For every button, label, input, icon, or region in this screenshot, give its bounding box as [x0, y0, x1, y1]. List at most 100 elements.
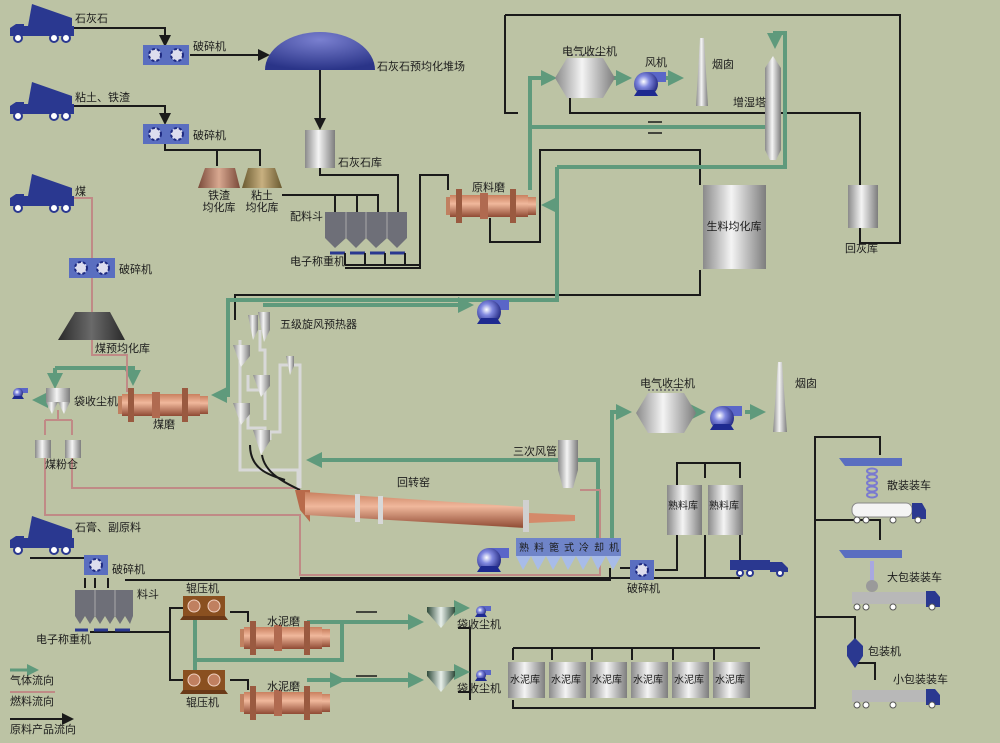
label-coal-prehomo: 煤预均化库 [95, 341, 150, 355]
raw-mill-icon [446, 189, 536, 223]
clinker-silo-2-icon [708, 485, 743, 535]
esp-top-icon [554, 54, 616, 99]
chimney-lower-icon [773, 362, 787, 432]
rotary-kiln-icon [295, 490, 575, 532]
label-gypsum: 石膏、副原料 [75, 520, 141, 534]
big-bag-loader-icon [839, 550, 940, 611]
label-crusher-1: 破碎机 [193, 39, 226, 53]
label-limestone: 石灰石 [75, 11, 108, 25]
esp-lower-icon [635, 389, 697, 434]
crusher-coal-icon [68, 257, 116, 279]
truck-gypsum-icon [9, 515, 75, 555]
bidirectional-arrows [648, 121, 662, 134]
fan-lower-icon [710, 406, 742, 430]
coal-prehomo-icon [58, 312, 125, 340]
label-big-bag-loading: 大包装装车 [887, 570, 942, 584]
raw-meal-silo-icon [703, 185, 766, 269]
label-cement-silo-6: 水泥库 [715, 673, 745, 686]
label-rotary-kiln: 回转窑 [397, 475, 430, 489]
weigh-feeder-icon [330, 251, 420, 266]
legend: 气体流向 燃料流向 原料产品流向 [10, 664, 76, 736]
crusher-clay-icon [142, 123, 190, 145]
label-limestone-silo: 石灰石库 [338, 155, 382, 169]
preheater-icon [233, 312, 294, 455]
label-chimney-lower: 烟囱 [795, 376, 817, 390]
legend-material-label: 原料产品流向 [10, 722, 76, 736]
label-esp-top: 电气收尘机 [562, 44, 617, 58]
label-hopper: 料斗 [137, 587, 159, 601]
packer-icon [847, 638, 863, 668]
crusher-limestone-icon [142, 44, 190, 66]
batching-hopper-icon [325, 212, 407, 248]
fan-coal-icon [12, 388, 28, 399]
cement-silo-2-icon [549, 662, 586, 698]
material-flow-lines [30, 14, 901, 709]
label-crusher-3: 破碎机 [119, 262, 152, 276]
label-clinker-silo-2: 熟料库 [709, 499, 739, 512]
gas-flow-lines [32, 31, 787, 680]
label-cement-silo-4: 水泥库 [633, 673, 663, 686]
label-ash-return-silo: 回灰库 [845, 241, 878, 255]
label-preheater: 五级旋风预热器 [280, 317, 357, 331]
fan-cooler-icon [477, 548, 509, 572]
label-roller-press-2: 辊压机 [186, 695, 219, 709]
label-weigh-feeder-1: 电子称重机 [290, 254, 345, 268]
label-esp-lower: 电气收尘机 [640, 376, 695, 390]
label-fan: 风机 [645, 55, 667, 69]
label-tertiary-air-duct: 三次风管 [513, 444, 557, 458]
label-cement-mill-2: 水泥磨 [267, 680, 300, 693]
label-iron-slag-1: 铁渣 [208, 188, 230, 202]
clinker-cooler-label: 熟料篦式冷却机 [519, 541, 619, 554]
roller-press-2-icon [180, 670, 228, 694]
cooler-char-1: 料 [534, 541, 544, 554]
label-crusher-2: 破碎机 [193, 128, 226, 142]
label-cement-silo-3: 水泥库 [592, 673, 622, 686]
clinker-silo-1-icon [667, 485, 702, 535]
cement-silo-6-icon [713, 662, 750, 698]
label-limestone-yard: 石灰石预均化堆场 [377, 59, 465, 73]
label-chimney-top: 烟囱 [712, 57, 734, 71]
label-cement-silo-5: 水泥库 [674, 673, 704, 686]
legend-gas-label: 气体流向 [10, 673, 54, 687]
bag-filter-cement-2-icon [427, 671, 455, 692]
cement-silo-4-icon [631, 662, 668, 698]
fan-cement-1-icon [475, 606, 491, 617]
cooler-char-4: 冷 [579, 541, 589, 554]
cement-silo-5-icon [672, 662, 709, 698]
label-weigh-feeder-2: 电子称重机 [36, 632, 91, 646]
label-clay-1: 粘土 [251, 188, 273, 202]
fan-preheater-icon [477, 300, 509, 324]
label-coal-mill: 煤磨 [153, 418, 175, 431]
fuel-flow-lines [44, 197, 601, 576]
ash-return-silo-icon [848, 185, 878, 228]
roller-press-1-icon [180, 596, 228, 620]
legend-fuel-label: 燃料流向 [10, 694, 54, 708]
label-raw-meal-silo: 生料均化库 [707, 219, 762, 233]
label-clay-2: 均化库 [246, 200, 279, 214]
truck-clinker-icon [730, 560, 788, 577]
truck-clay-icon [9, 81, 75, 121]
label-clinker-silo-1: 熟料库 [668, 499, 698, 512]
chimney-top-icon [696, 38, 708, 106]
cooler-char-3: 式 [564, 541, 574, 554]
crusher-clinker-icon [629, 559, 655, 581]
label-cement-silo-2: 水泥库 [551, 673, 581, 686]
label-coal: 煤 [75, 185, 86, 198]
cooler-char-0: 熟 [519, 541, 529, 554]
coal-powder-bin-1-icon [35, 440, 51, 458]
label-bag-filter-cement-2: 袋收尘机 [457, 681, 501, 695]
bulk-loader-icon [839, 458, 926, 524]
iron-slag-silo-icon [198, 168, 240, 188]
label-cement-mill-1: 水泥磨 [267, 615, 300, 628]
clay-silo-icon [242, 168, 282, 188]
cement-silo-group: 水泥库水泥库水泥库水泥库水泥库水泥库 [508, 662, 750, 698]
truck-limestone-icon [9, 3, 75, 43]
label-clay-iron: 粘土、铁渣 [75, 90, 130, 104]
label-coal-powder-bin: 煤粉仓 [45, 457, 78, 471]
label-crusher-4: 破碎机 [112, 562, 145, 576]
label-iron-slag-2: 均化库 [203, 200, 236, 214]
bag-filter-coal-icon [46, 388, 70, 414]
hopper-icon [75, 590, 133, 624]
